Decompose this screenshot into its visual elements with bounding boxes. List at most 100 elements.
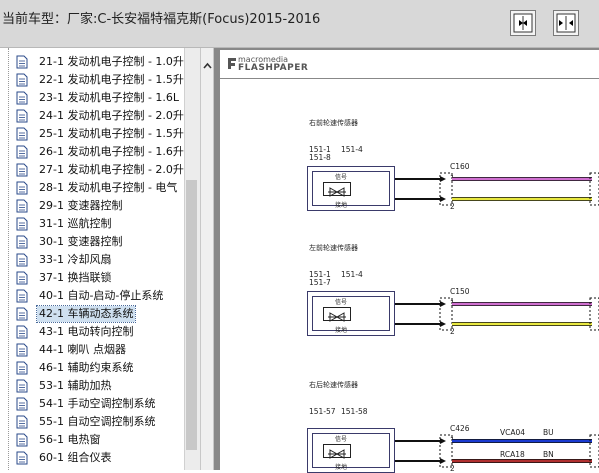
tree-item-label: 55-1 自动空调控制系统 bbox=[39, 415, 156, 428]
page-reference: 151-8 bbox=[309, 153, 331, 162]
wire-color-code: BU bbox=[543, 428, 554, 437]
document-icon bbox=[16, 415, 28, 429]
expand-icon bbox=[513, 13, 533, 33]
sensor-ground-label: 接地 bbox=[335, 327, 348, 334]
connector-outline bbox=[589, 434, 599, 468]
document-icon bbox=[16, 361, 28, 375]
page-reference: 151-57 bbox=[309, 407, 336, 416]
tree-item-label: 37-1 换挡联锁 bbox=[39, 271, 112, 284]
pin-arrow-icon bbox=[440, 196, 446, 202]
document-icon bbox=[16, 289, 28, 303]
document-icon bbox=[16, 307, 28, 321]
sensor-body: 信号接地 bbox=[312, 296, 390, 334]
pin-number: 2 bbox=[450, 464, 455, 473]
sensor-signal-label: 信号 bbox=[335, 299, 348, 306]
expand-all-button[interactable] bbox=[510, 10, 536, 36]
document-page bbox=[220, 50, 599, 470]
document-icon bbox=[16, 127, 28, 141]
document-icon bbox=[16, 109, 28, 123]
tree-item-label: 33-1 冷却风扇 bbox=[39, 253, 112, 266]
pin-arrow-icon bbox=[440, 301, 446, 307]
chapter-tree[interactable]: 21-1 发动机电子控制 - 1.0升 22-1 发动机电子控制 - 1.5升 23… bbox=[0, 48, 200, 470]
sensor-signal-label: 信号 bbox=[335, 174, 348, 181]
document-icon bbox=[16, 55, 28, 69]
collapse-all-button[interactable] bbox=[553, 10, 579, 36]
page-reference: 151-1 bbox=[309, 145, 331, 154]
tree-item-label: 27-1 发动机电子控制 - 2.0升 bbox=[39, 163, 184, 176]
document-icon bbox=[16, 235, 28, 249]
wire-circuit: VCA04 bbox=[500, 428, 526, 437]
logo-product: FLASHPAPER bbox=[238, 63, 309, 73]
tree-scrollbar-thumb[interactable] bbox=[186, 180, 197, 450]
pane-splitter[interactable] bbox=[200, 48, 214, 470]
connector-label: C426 bbox=[450, 424, 470, 433]
document-icon bbox=[16, 145, 28, 159]
connector-outline bbox=[439, 434, 453, 468]
title-bar: 当前车型：厂家:C-长安福特福克斯(Focus)2015-2016 bbox=[0, 0, 599, 48]
chevron-up-icon[interactable] bbox=[203, 62, 212, 70]
wire-color-code: BN bbox=[543, 450, 554, 459]
sensor-signal-label: 信号 bbox=[335, 436, 348, 443]
page-header-rule bbox=[220, 78, 599, 79]
document-icon bbox=[16, 397, 28, 411]
sensor-symbol-icon bbox=[323, 307, 351, 322]
tree-item-label: 31-1 巡航控制 bbox=[39, 217, 112, 230]
page-reference: 151-7 bbox=[309, 278, 331, 287]
tree-guide-line bbox=[8, 48, 9, 470]
tree-item-label: 25-1 发动机电子控制 - 1.5升 bbox=[39, 127, 184, 140]
sensor-title: 右前轮速传感器 bbox=[309, 119, 358, 127]
pin-arrow-icon bbox=[440, 438, 446, 444]
tree-item-label: 60-1 组合仪表 bbox=[39, 451, 112, 464]
document-icon bbox=[16, 379, 28, 393]
sensor-symbol-icon bbox=[323, 444, 351, 459]
tree-item-label: 42-1 车辆动态系统 bbox=[35, 305, 137, 323]
connector-outline bbox=[589, 172, 599, 206]
connector-outline bbox=[589, 297, 599, 331]
tree-item-label: 23-1 发动机电子控制 - 1.6L bbox=[39, 91, 180, 104]
sensor-body: 信号接地 bbox=[312, 171, 390, 209]
sensor-ground-label: 接地 bbox=[335, 202, 348, 209]
document-icon bbox=[16, 73, 28, 87]
wire-circuit: RCA18 bbox=[500, 450, 525, 459]
tree-item-label: 53-1 辅助加热 bbox=[39, 379, 112, 392]
document-icon bbox=[16, 325, 28, 339]
sensor-title: 左前轮速传感器 bbox=[309, 244, 358, 252]
tree-item-label: 21-1 发动机电子控制 - 1.0升 bbox=[39, 55, 184, 68]
sensor-symbol-icon bbox=[323, 182, 351, 197]
sensor-ground-label: 接地 bbox=[335, 464, 348, 471]
wheel-speed-sensor: 信号接地 bbox=[307, 291, 395, 336]
page-reference: 151-4 bbox=[341, 145, 363, 154]
collapse-icon bbox=[556, 13, 576, 33]
tree-item-label: 24-1 发动机电子控制 - 2.0升 bbox=[39, 109, 184, 122]
document-icon bbox=[16, 451, 28, 465]
document-icon bbox=[16, 163, 28, 177]
window-title: 当前车型：厂家:C-长安福特福克斯(Focus)2015-2016 bbox=[2, 12, 321, 27]
document-icon bbox=[16, 199, 28, 213]
tree-item-label: 30-1 变速器控制 bbox=[39, 235, 123, 248]
pin-arrow-icon bbox=[440, 176, 446, 182]
page-reference: 151-4 bbox=[341, 270, 363, 279]
document-icon bbox=[16, 253, 28, 267]
connector-outline bbox=[439, 297, 453, 331]
connector-outline bbox=[439, 172, 453, 206]
document-icon bbox=[16, 181, 28, 195]
sensor-title: 右后轮速传感器 bbox=[309, 381, 358, 389]
document-icon bbox=[16, 271, 28, 285]
tree-item-label: 46-1 辅助约束系统 bbox=[39, 361, 134, 374]
pin-number: 2 bbox=[450, 327, 455, 336]
flashpaper-logo-icon bbox=[228, 58, 236, 69]
tree-item-label: 54-1 手动空调控制系统 bbox=[39, 397, 156, 410]
document-icon bbox=[16, 91, 28, 105]
page-reference: 151-58 bbox=[341, 407, 368, 416]
pin-number: 2 bbox=[450, 202, 455, 211]
pin-arrow-icon bbox=[440, 321, 446, 327]
page-reference: 151-1 bbox=[309, 270, 331, 279]
logo-brand: macromedia bbox=[238, 55, 289, 64]
tree-item-label: 44-1 喇叭 点烟器 bbox=[39, 343, 126, 356]
tree-item-label: 56-1 电热窗 bbox=[39, 433, 101, 446]
tree-item-label: 22-1 发动机电子控制 - 1.5升 bbox=[39, 73, 184, 86]
document-icon bbox=[16, 343, 28, 357]
tree-item-label: 26-1 发动机电子控制 - 1.6升 bbox=[39, 145, 184, 158]
tree-item-label: 28-1 发动机电子控制 - 电气 bbox=[39, 181, 178, 194]
